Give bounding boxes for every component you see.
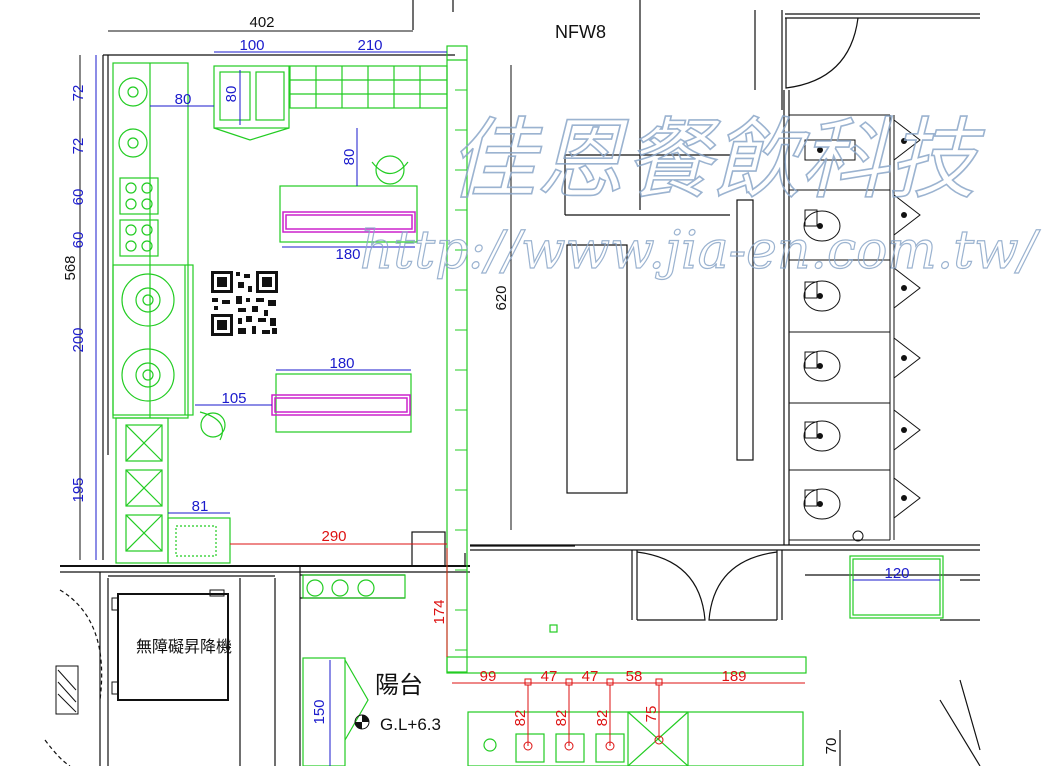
blue-dimension-text: 100 210 72 72 60 60 200 195 80 80 80 180… (70, 37, 910, 725)
dim-82a: 82 (512, 710, 529, 727)
dim-75: 75 (643, 706, 660, 723)
plan-labels: NFW8 陽台 G.L+6.3 (354, 22, 606, 734)
dim-72b: 72 (70, 138, 87, 155)
dim-200: 200 (70, 327, 87, 352)
dim-189: 189 (721, 668, 746, 685)
dim-58: 58 (626, 668, 643, 685)
dim-290: 290 (321, 528, 346, 545)
lift: 無障礙昇降機 (55, 589, 232, 715)
dim-80-sink: 80 (223, 86, 240, 103)
room-code: NFW8 (555, 22, 606, 42)
balcony-label: 陽台 (375, 672, 423, 699)
dimension-lines (79, 30, 940, 766)
dim-180-top: 180 (335, 246, 360, 263)
lift-label: 無障礙昇降機 (136, 638, 232, 656)
dim-568: 568 (62, 255, 79, 280)
dim-105: 105 (221, 390, 246, 407)
red-dimension-lines (230, 543, 805, 751)
dim-100: 100 (239, 37, 264, 54)
dim-47a: 47 (541, 668, 558, 685)
dim-210: 210 (357, 37, 382, 54)
dim-82b: 82 (553, 710, 570, 727)
red-dimension-text: 290 174 99 47 47 58 189 82 82 82 75 (321, 528, 746, 726)
dim-180-bottom: 180 (329, 355, 354, 372)
dim-lift-120: 120 (884, 565, 909, 582)
toilet-stalls (789, 114, 921, 542)
watermark-url: http://www.jia-en.com.tw/ (360, 221, 1041, 281)
black-dimension-text: 402 568 620 70 (62, 14, 840, 754)
dim-47b: 47 (582, 668, 599, 685)
dim-150: 150 (311, 699, 328, 724)
dim-overall-width: 402 (249, 14, 274, 31)
watermark-company: 佳恩餐飲科技 (448, 108, 985, 211)
dim-99: 99 (480, 668, 497, 685)
dim-195: 195 (70, 477, 87, 502)
dim-72a: 72 (70, 85, 87, 102)
dim-60a: 60 (70, 189, 87, 206)
dim-80-left: 80 (175, 91, 192, 108)
qr-code (211, 271, 278, 336)
dim-620: 620 (493, 285, 510, 310)
dim-174: 174 (431, 599, 448, 624)
dim-82c: 82 (594, 710, 611, 727)
watermark: 佳恩餐飲科技 http://www.jia-en.com.tw/ (359, 107, 1041, 281)
toilet-dots (817, 138, 907, 507)
level-label: G.L+6.3 (380, 715, 441, 734)
dim-81: 81 (192, 498, 209, 515)
dim-60b: 60 (70, 232, 87, 249)
dim-70: 70 (823, 738, 840, 755)
dim-80-gap: 80 (341, 149, 358, 166)
bench-ticks (455, 89, 467, 651)
kitchen-equipment (112, 45, 944, 766)
